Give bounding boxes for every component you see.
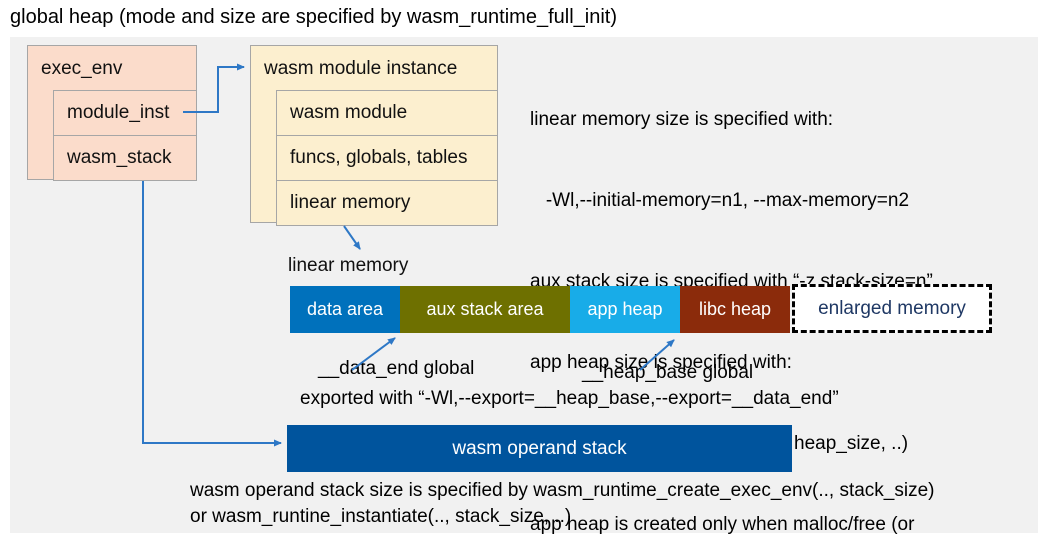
exec-env-row-module-inst: module_inst bbox=[53, 90, 197, 136]
footer-line: wasm operand stack size is specified by … bbox=[190, 480, 935, 501]
spec-line: -Wl,--initial-memory=n1, --max-memory=n2 bbox=[530, 190, 910, 211]
exec-env-rows: module_inst wasm_stack bbox=[53, 90, 197, 181]
exec-env-header: exec_env bbox=[41, 58, 123, 79]
spec-line: linear memory size is specified with: bbox=[530, 109, 834, 130]
linear-memory-label: linear memory bbox=[288, 255, 409, 276]
segment-libc-heap: libc heap bbox=[680, 286, 790, 333]
exec-env-box: exec_env module_inst wasm_stack bbox=[27, 45, 197, 181]
footer-line: or wasm_runtine_instantiate(.., stack_si… bbox=[190, 506, 572, 527]
wasm-module-instance-header: wasm module instance bbox=[264, 58, 458, 79]
operand-stack-spec-text: wasm operand stack size is specified by … bbox=[190, 478, 935, 530]
wasm-module-instance-rows: wasm module funcs, globals, tables linea… bbox=[276, 90, 498, 226]
exec-env-row-wasm-stack: wasm_stack bbox=[53, 135, 197, 181]
segment-aux-stack-area: aux stack area bbox=[400, 286, 570, 333]
segment-enlarged-memory: enlarged memory bbox=[792, 284, 992, 333]
segment-app-heap: app heap bbox=[570, 286, 680, 333]
instance-row-wasm-module: wasm module bbox=[276, 90, 498, 136]
wasm-module-instance-box: wasm module instance wasm module funcs, … bbox=[250, 45, 498, 226]
exported-with-label: exported with “-Wl,--export=__heap_base,… bbox=[300, 388, 839, 409]
heap-base-global-label: __heap_base global bbox=[582, 362, 754, 383]
instance-row-linear-memory: linear memory bbox=[276, 180, 498, 226]
data-end-global-label: __data_end global bbox=[318, 358, 475, 379]
segment-data-area: data area bbox=[290, 286, 400, 333]
diagram-title: global heap (mode and size are specified… bbox=[10, 6, 617, 28]
wasm-operand-stack-bar: wasm operand stack bbox=[287, 425, 792, 472]
instance-row-funcs-globals-tables: funcs, globals, tables bbox=[276, 135, 498, 181]
spec-line: app heap size is specified with: bbox=[530, 352, 792, 373]
spec-line: app heap is created only when malloc/fre… bbox=[530, 514, 915, 535]
